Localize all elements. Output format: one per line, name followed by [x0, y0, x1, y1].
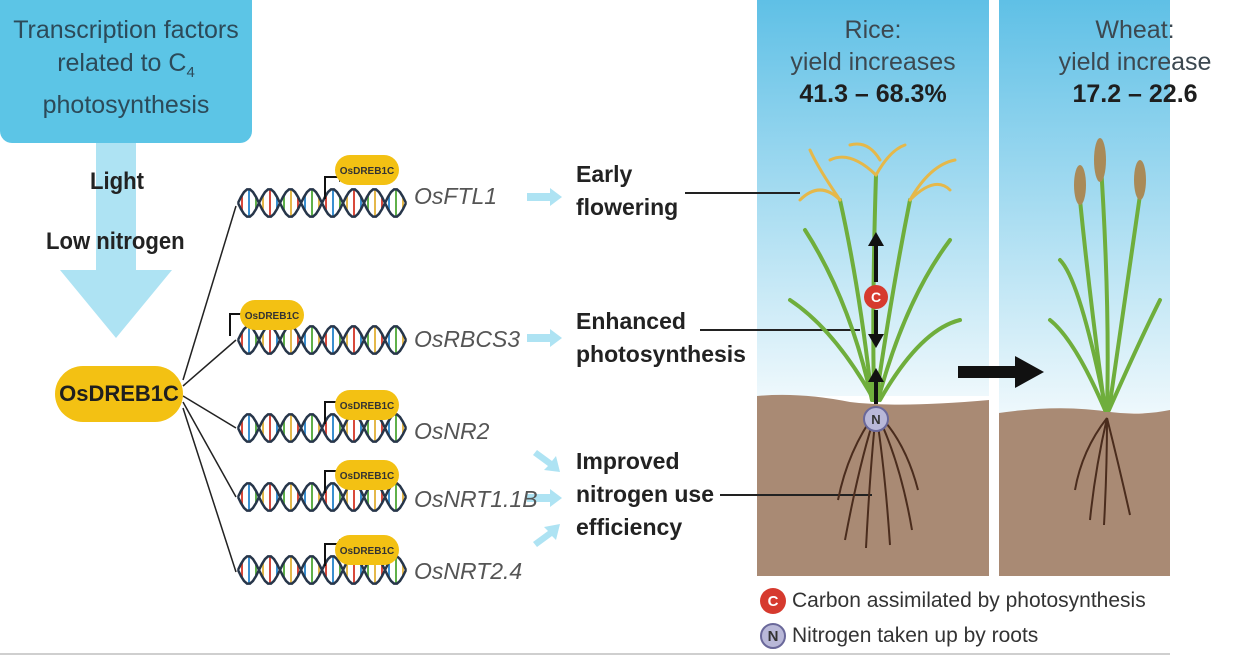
rice-plant: C N: [788, 142, 962, 549]
gene-osnr2: OsNR2: [414, 418, 490, 444]
tf-line-2: related to C4: [57, 49, 195, 81]
tf-bubble-label: OsDREB1C: [340, 471, 394, 482]
arrow-flowering: [527, 188, 562, 206]
osdreb1c-hub: OsDREB1C: [55, 366, 183, 422]
dna-strands: OsDREB1C OsDREB1C OsDREB1C OsDREB1C OsDREB1C: [229, 155, 408, 585]
transcription-factors-label: Transcription factors related to C4 phot…: [0, 14, 252, 122]
arrow-photosynthesis: [527, 329, 562, 347]
legend-carbon: C Carbon assimilated by photosynthesis: [760, 587, 1146, 615]
condition-low-nitrogen: Low nitrogen: [46, 228, 185, 255]
gene-osnrt24: OsNRT2.4: [414, 558, 523, 584]
promoter-arrow-icon: [324, 543, 339, 566]
wheat-panel: [999, 0, 1170, 576]
rice-nitrogen-marker: N: [871, 412, 880, 427]
tf-line-1: Transcription factors: [13, 16, 239, 44]
condition-light: Light: [90, 168, 144, 195]
rice-to-wheat-arrow: [958, 356, 1044, 388]
dna-backbone: [236, 325, 408, 355]
promoter-arrow-icon: [229, 313, 244, 336]
transcription-factors-box: [0, 0, 252, 143]
arrow-nrt24: [533, 524, 560, 547]
connector-lines: [182, 205, 237, 573]
arrow-nrt11b: [527, 489, 562, 507]
dna-helix: OsDREB1C: [229, 300, 408, 355]
tf-bubble: [335, 535, 399, 565]
promoter-arrow-icon: [324, 470, 339, 493]
legend-nitrogen-text: Nitrogen taken up by roots: [792, 624, 1039, 647]
tf-bubble-label: OsDREB1C: [245, 311, 299, 322]
diagram-canvas: OsDREB1C OsDREB1C OsDREB1C OsDREB1C OsDREB1C: [0, 0, 1170, 655]
small-arrows: [527, 188, 562, 547]
outcome-pointers: [685, 192, 872, 496]
rice-header: Rice: yield increases 41.3 – 68.3%: [758, 14, 988, 110]
dna-helix: OsDREB1C: [236, 155, 408, 218]
rice-panel: [757, 0, 989, 576]
gene-osftl1: OsFTL1: [414, 183, 498, 209]
tf-bubble: [335, 390, 399, 420]
tf-arrow: [60, 143, 172, 338]
gene-osnrt11b: OsNRT1.1B: [414, 486, 538, 512]
wheat-header: Wheat: yield increase 17.2 – 22.6: [1020, 14, 1250, 110]
dna-helix: OsDREB1C: [236, 535, 408, 585]
promoter-arrow-icon: [324, 401, 339, 424]
wheat-plant: [1048, 138, 1162, 526]
promoter-arrow-icon: [324, 176, 339, 199]
tf-bubble: [335, 155, 399, 185]
carbon-badge-icon: C: [760, 588, 786, 614]
dna-backbone: [236, 188, 408, 218]
wheat-yield-percent: 17.2 – 22.6: [1072, 80, 1198, 108]
nitrogen-badge-icon: N: [760, 623, 786, 649]
dna-helix: OsDREB1C: [236, 460, 408, 512]
tf-bubble-label: OsDREB1C: [340, 401, 394, 412]
tf-bubble: [335, 460, 399, 490]
tf-bubble: [240, 300, 304, 330]
rice-carbon-marker: C: [871, 289, 881, 305]
gene-osrbcs3: OsRBCS3: [414, 326, 521, 352]
tf-line-3: photosynthesis: [42, 91, 210, 119]
rice-yield-percent: 41.3 – 68.3%: [799, 80, 947, 108]
tf-bubble-label: OsDREB1C: [340, 166, 394, 177]
legend-carbon-text: Carbon assimilated by photosynthesis: [792, 589, 1146, 612]
dna-helix: OsDREB1C: [236, 390, 408, 443]
tf-bubble-label: OsDREB1C: [340, 546, 394, 557]
legend-nitrogen: N Nitrogen taken up by roots: [760, 622, 1038, 650]
arrow-nr2: [533, 450, 560, 472]
